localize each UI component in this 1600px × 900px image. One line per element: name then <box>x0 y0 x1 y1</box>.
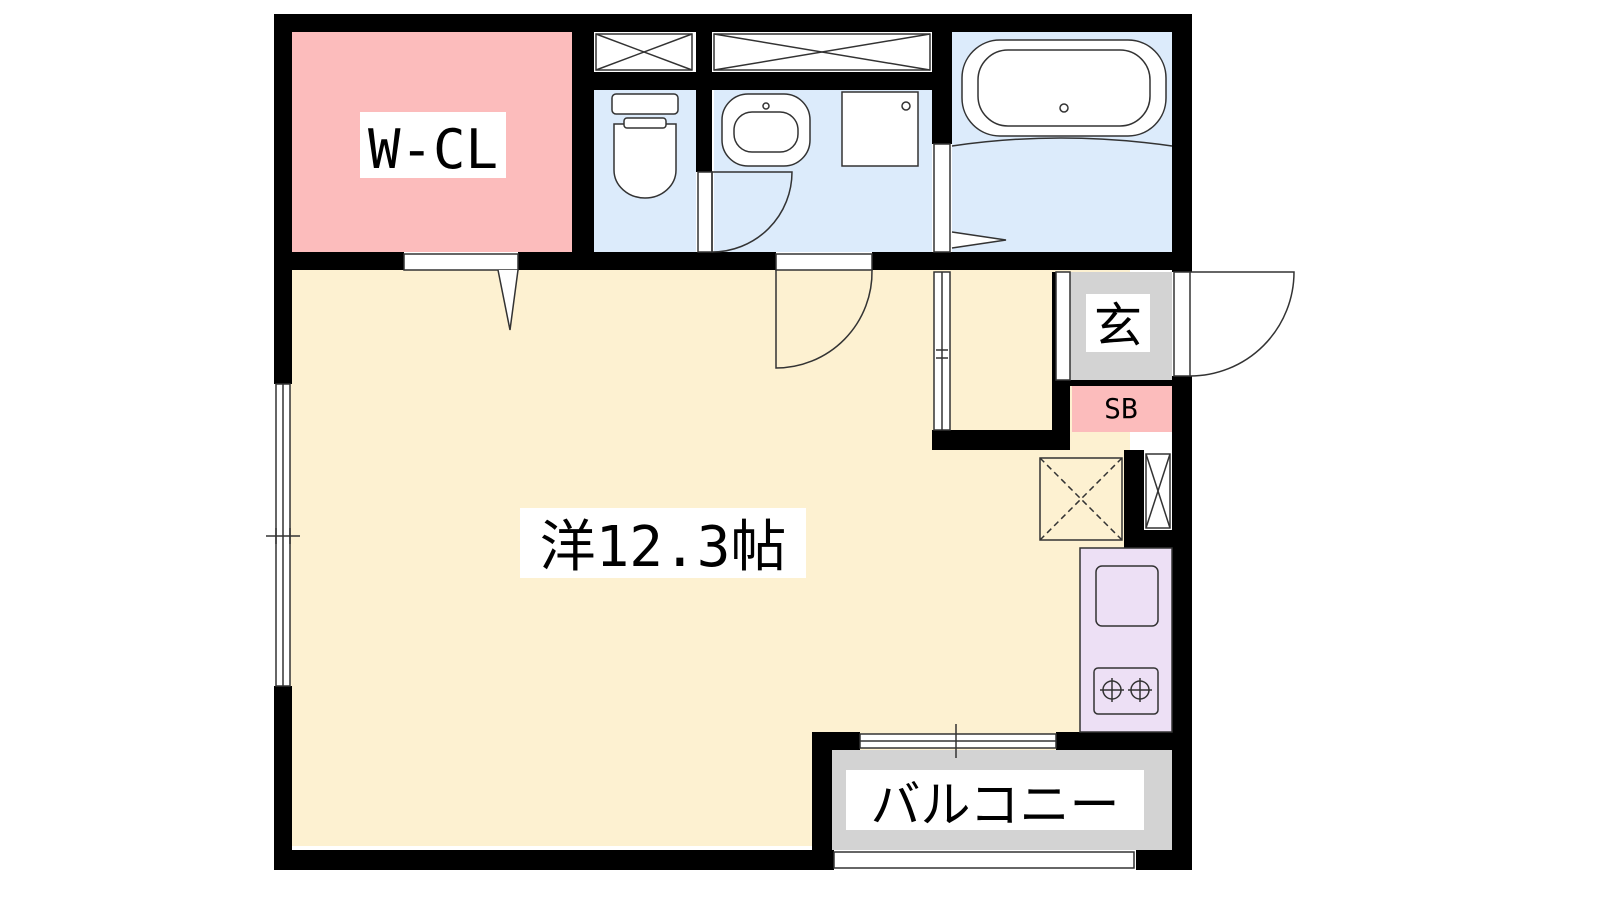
room-labels: W-CL 洋12.3帖 玄 SB バルコニー <box>360 112 1150 834</box>
toilet-icon <box>611 93 679 199</box>
wash-basin-icon <box>721 93 811 167</box>
fridge-space <box>1039 453 1171 541</box>
doors <box>266 143 1295 869</box>
kitchen-counter <box>1079 547 1173 733</box>
storage-shelves <box>595 33 931 71</box>
walls <box>274 14 1192 870</box>
label-entrance: 玄 <box>1094 298 1142 354</box>
label-shoebox: SB <box>1104 392 1138 425</box>
washing-machine-space <box>841 91 919 167</box>
label-wcl: W-CL <box>368 118 498 181</box>
entry-hall <box>952 270 1067 432</box>
shoe-box <box>1072 384 1172 432</box>
bathtub-icon <box>951 39 1173 147</box>
label-western: 洋12.3帖 <box>540 515 787 580</box>
label-balcony: バルコニー <box>871 776 1120 834</box>
